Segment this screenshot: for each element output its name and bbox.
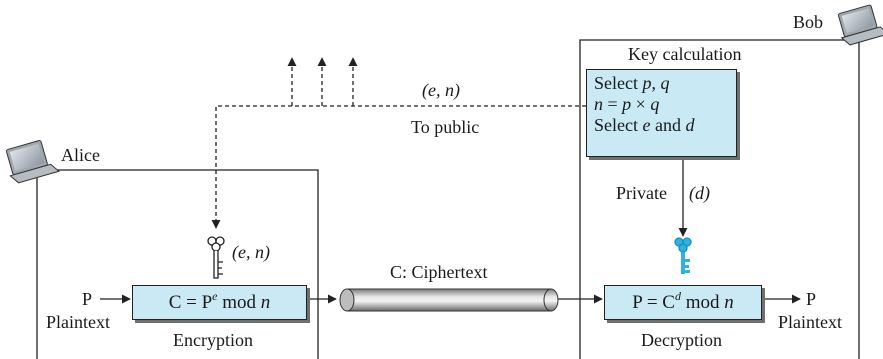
bob-region-border: [579, 39, 860, 359]
output-plaintext-caption: Plaintext: [778, 312, 842, 332]
channel-label: C: Ciphertext: [390, 262, 488, 282]
encryption-formula: C = Pe mod n: [168, 289, 271, 313]
ciphertext-channel-pipe: [339, 288, 559, 312]
public-key-label: (e, n): [422, 80, 460, 100]
private-key-label: (d): [689, 183, 710, 203]
public-distribution-lines: [211, 57, 586, 229]
input-plaintext-p: P: [82, 289, 93, 309]
alice-key-label: (e, n): [232, 242, 270, 262]
bob-laptop-icon: [837, 4, 883, 46]
encryption-box: C = Pe mod n: [132, 285, 307, 320]
alice-label: Alice: [61, 145, 100, 165]
key-calc-line-select-ed: Select e and d: [594, 115, 695, 135]
encryption-caption: Encryption: [173, 330, 253, 350]
input-plaintext-caption: Plaintext: [46, 312, 110, 332]
to-public-label: To public: [411, 117, 480, 137]
output-plaintext-p: P: [806, 289, 817, 309]
decryption-caption: Decryption: [641, 330, 722, 350]
private-label: Private: [616, 183, 667, 203]
public-key-icon: [207, 236, 225, 279]
key-calculation-box: Select p, q n = p × q Select e and d: [586, 69, 737, 157]
bob-label: Bob: [793, 12, 824, 32]
key-calc-line-n: n = p × q: [594, 94, 660, 114]
alice-laptop-icon: [5, 140, 60, 184]
key-calc-line-select-pq: Select p, q: [594, 73, 670, 93]
decryption-formula: P = Cd mod n: [632, 289, 734, 313]
alice-region-border: [36, 169, 319, 359]
private-key-icon: [674, 237, 692, 274]
decryption-box: P = Cd mod n: [604, 285, 762, 320]
key-calculation-title: Key calculation: [628, 44, 742, 64]
